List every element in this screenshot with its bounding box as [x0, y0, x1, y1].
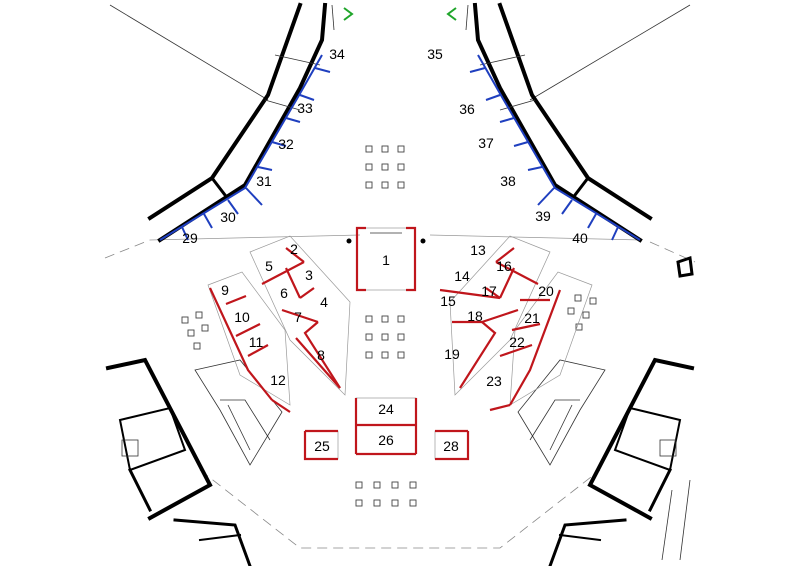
pedestal-grid-bottom	[355, 481, 417, 507]
booth-label-13[interactable]: 13	[470, 242, 486, 258]
pedestal-grid-top	[365, 145, 405, 189]
booth-label-30[interactable]: 30	[220, 209, 236, 225]
hall-boundary	[104, 234, 696, 549]
booth-label-7[interactable]: 7	[294, 309, 302, 325]
booth-label-18[interactable]: 18	[467, 308, 483, 324]
booth-label-16[interactable]: 16	[496, 258, 512, 274]
booth-label-28[interactable]: 28	[443, 438, 459, 454]
booth-label-3[interactable]: 3	[305, 267, 313, 283]
pedestal-grids	[181, 145, 597, 507]
booth-label-8[interactable]: 8	[317, 347, 325, 363]
booth-label-17[interactable]: 17	[481, 283, 497, 299]
booth-label-37[interactable]: 37	[478, 135, 494, 151]
left-wing	[147, 2, 354, 243]
pedestal-grid-left	[181, 311, 209, 350]
lower-right-building	[517, 357, 695, 566]
right-wing	[446, 2, 694, 278]
booth-label-23[interactable]: 23	[486, 373, 502, 389]
booth-label-12[interactable]: 12	[270, 372, 286, 388]
booth-label-38[interactable]: 38	[500, 173, 516, 189]
booth-label-9[interactable]: 9	[221, 282, 229, 298]
guide-lines	[109, 4, 691, 101]
booth-walls	[207, 226, 593, 461]
booth-label-39[interactable]: 39	[535, 208, 551, 224]
pedestal-grid-right	[567, 294, 597, 331]
booth-label-22[interactable]: 22	[509, 334, 525, 350]
booth-label-36[interactable]: 36	[459, 101, 475, 117]
booth-label-24[interactable]: 24	[378, 401, 394, 417]
booth-label-32[interactable]: 32	[278, 136, 294, 152]
lower-left-building	[105, 357, 283, 566]
booth-label-1[interactable]: 1	[382, 252, 390, 268]
booth-label-31[interactable]: 31	[256, 173, 272, 189]
booth-label-6[interactable]: 6	[280, 285, 288, 301]
booth-label-11[interactable]: 11	[249, 334, 264, 350]
booth-label-25[interactable]: 25	[314, 438, 330, 454]
booth-label-5[interactable]: 5	[265, 258, 273, 274]
booth-label-21[interactable]: 21	[524, 310, 540, 326]
booth-label-4[interactable]: 4	[320, 294, 328, 310]
booth-labels: 1 2 3 4 5 6 7 8 9 10 11 12 13 14 15 16 1…	[182, 46, 588, 454]
booth-label-15[interactable]: 15	[440, 293, 456, 309]
booth-label-33[interactable]: 33	[297, 100, 313, 116]
booth-label-34[interactable]: 34	[329, 46, 345, 62]
booth-label-40[interactable]: 40	[572, 230, 588, 246]
booth-label-10[interactable]: 10	[234, 309, 250, 325]
booth-label-20[interactable]: 20	[538, 283, 554, 299]
booth-label-35[interactable]: 35	[427, 46, 443, 62]
booth-label-19[interactable]: 19	[444, 346, 460, 362]
pedestal-grid-center	[365, 315, 405, 359]
booth-label-29[interactable]: 29	[182, 230, 198, 246]
booth-label-2[interactable]: 2	[290, 241, 298, 257]
booth-label-26[interactable]: 26	[378, 432, 394, 448]
booth-label-14[interactable]: 14	[454, 268, 470, 284]
